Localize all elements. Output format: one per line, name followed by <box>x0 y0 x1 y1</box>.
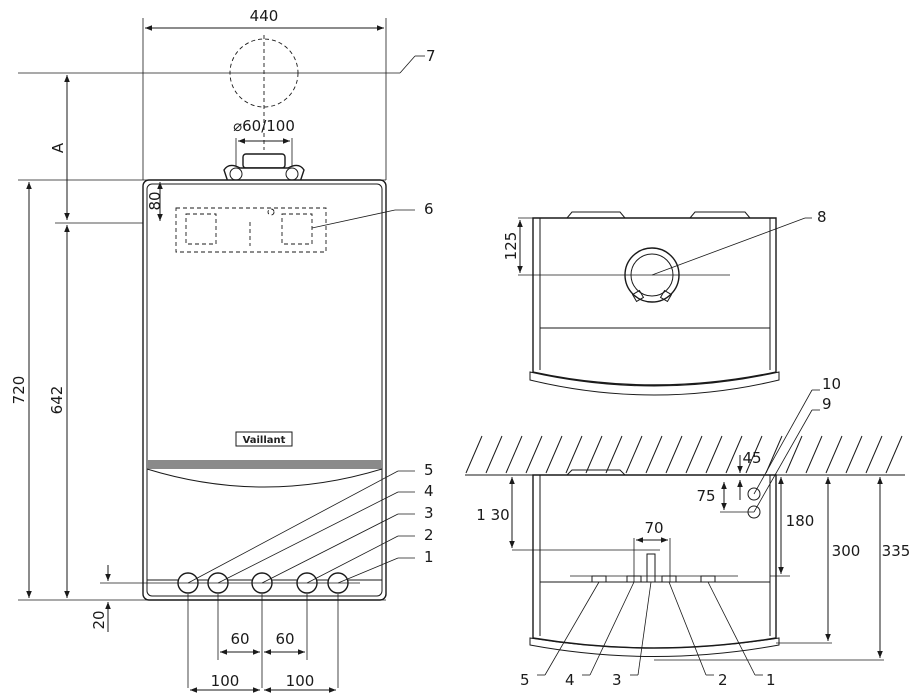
boiler-casing <box>142 179 387 601</box>
top-view: 8 125 <box>502 208 827 396</box>
bottom-callout-1: 1 <box>766 671 776 689</box>
callout-9: 9 <box>822 395 832 413</box>
dimension-45-label: 45 <box>742 449 761 467</box>
dimension-60-right: 60 <box>275 630 294 648</box>
dimension-60-left: 60 <box>230 630 249 648</box>
dimension-100-left: 100 <box>211 672 240 690</box>
bottom-callout-4: 4 <box>565 671 575 689</box>
dimension-125-label: 125 <box>502 232 520 261</box>
wall-hatch <box>465 435 905 476</box>
dimension-80-label: 80 <box>146 191 164 210</box>
dimension-642-label: 642 <box>48 386 66 415</box>
dimension-720-label: 720 <box>10 376 28 405</box>
callout-2: 2 <box>424 526 434 544</box>
callout-8: 8 <box>817 208 827 226</box>
callout-6: 6 <box>424 200 434 218</box>
condensate-outlet-10 <box>747 487 761 501</box>
dimension-70-label: 70 <box>644 519 663 537</box>
dimension-300-label: 300 <box>832 542 861 560</box>
dimension-130-label: 1 30 <box>476 506 509 524</box>
bottom-callout-3: 3 <box>612 671 622 689</box>
width-dimension-label: 440 <box>250 7 279 25</box>
callout-4: 4 <box>424 482 434 500</box>
dimension-100-right: 100 <box>286 672 315 690</box>
callout-5: 5 <box>424 461 434 479</box>
callout-7: 7 <box>426 47 436 65</box>
flue-diameter-label: ⌀60/100 <box>233 117 295 135</box>
callout-1: 1 <box>424 548 434 566</box>
callout-3: 3 <box>424 504 434 522</box>
dimension-180-label: 180 <box>786 512 815 530</box>
front-view: 440 7 ⌀60/100 A 80 <box>10 7 436 693</box>
dimension-20-label: 20 <box>90 610 108 629</box>
control-panel-strip <box>147 460 382 469</box>
mounting-bracket <box>175 207 327 253</box>
dimension-a-label: A <box>49 142 67 153</box>
dimension-75-label: 75 <box>696 487 715 505</box>
vaillant-logo <box>235 431 293 447</box>
bottom-callout-2: 2 <box>718 671 728 689</box>
dimension-335-label: 335 <box>882 542 911 560</box>
callout-10: 10 <box>822 375 841 393</box>
svg-text:Vaillant: Vaillant <box>243 435 286 446</box>
bottom-callout-5: 5 <box>520 671 530 689</box>
bottom-view: 1 30 70 10 9 45 75 180 300 335 <box>465 375 910 689</box>
flue-adapter <box>242 153 286 169</box>
